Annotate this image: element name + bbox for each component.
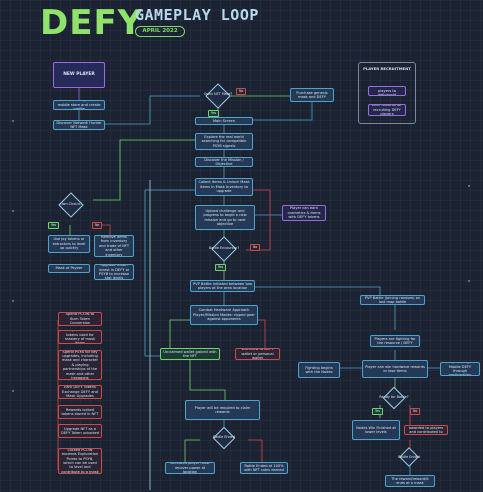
decision-battle-ended-mid-label: Battle Ended <box>213 435 235 439</box>
node-main-screen: Main Screen <box>195 117 253 125</box>
node-purchase-mask: Purchase genesis mask and DEFY <box>290 88 334 102</box>
node-combat-hardware: Combat Hardware Approach Player/Mission … <box>190 305 258 325</box>
node-earn-tokens: Locally PSYB reward tokens used for mast… <box>58 330 102 344</box>
node-reward-crypto: Battle Ended at 100% with NFT coins earn… <box>240 462 288 474</box>
connector <box>255 286 381 295</box>
tag-yes: Yes <box>215 264 227 271</box>
node-burn-tokens: Spend PCOIN to Burn Token Conversion <box>58 312 102 326</box>
node-chaos-market: Player charges Mobile DEFY through parti… <box>440 362 480 376</box>
connector <box>240 102 313 121</box>
margin-tick <box>12 210 14 212</box>
tag-yes: Yes <box>48 222 60 229</box>
connector <box>144 189 200 357</box>
node-collect-items: Collect items & Unlock Mask items in Mas… <box>195 178 253 196</box>
node-locked-pcoin: Locked PCOIN exceeds Exploration Points … <box>58 448 102 474</box>
tag-no: No <box>236 88 247 95</box>
node-remove-items: Remove items from inventory and trade of… <box>94 235 134 257</box>
node-joy-actions: Use joy tokens or extractors to level up… <box>48 235 90 253</box>
node-explore-world: Explore the real world searching for com… <box>195 133 253 150</box>
node-outcome: The reward/reward/it ends at a mask <box>385 475 435 487</box>
margin-tick <box>12 390 14 392</box>
node-earn-exchange: Earn DEFY Tokens Exchange DEFY and Mask … <box>58 385 102 399</box>
tag-yes: Yes <box>372 408 384 415</box>
node-players-seek: Player can win hardware rewards or lose … <box>362 360 428 378</box>
node-player-earn: Player can earn cosmetics & items with D… <box>282 205 326 221</box>
tag-no: No <box>250 244 261 251</box>
page-title: GAMEPLAY LOOP <box>135 6 259 24</box>
node-upload-complete: Upload challenge and progress to begin a… <box>195 205 255 230</box>
node-pvp-battle: PVP Battle Initiated between two players… <box>190 280 255 292</box>
decision-owns-mask-label: Owns NFT Mask? <box>203 92 233 96</box>
legend-title: PLAYER RECRUITMENT <box>363 66 411 71</box>
decision-battle-encounter-label: Battle Encounter? <box>208 246 240 250</box>
tag-yes: Yes <box>208 110 220 117</box>
connector <box>184 439 200 462</box>
node-fighting-begins: Fighting begins with the Nodes <box>298 362 340 378</box>
decision-ready-label: Ready for Battle? <box>379 395 409 399</box>
connector <box>105 95 200 125</box>
defy-logo: DEFY <box>40 3 144 43</box>
margin-tick <box>468 280 470 282</box>
connector <box>189 360 226 400</box>
legend-frame <box>358 62 416 124</box>
margin-tick <box>12 120 14 122</box>
legend-item-earn: Earn rewards for recruiting DEFY players <box>368 104 406 116</box>
node-nodes-upgrade: Players are fighting for the resource / … <box>370 335 420 347</box>
date-badge: APRIL 2022 <box>135 26 185 37</box>
node-upgrade-mask: Upgrade mask: invest in DEFY or PSYB to … <box>94 264 134 280</box>
tag-no: No <box>410 408 421 415</box>
connector <box>248 439 263 462</box>
node-gain-rewards: Player will be required to claim rewards <box>185 400 260 420</box>
node-upgrade-defy: Upgrade NFT as a DEFY Token unlocked <box>58 424 102 438</box>
node-locked-rewards: Rewards locked tokens stored in NFT <box>58 405 102 419</box>
node-defeated-player: Defeated player must recover power at lo… <box>165 462 215 474</box>
node-won-result: Nodes Win Finished at lower levels <box>352 420 400 440</box>
node-spend-psyb: Spend PSYB for key upgrades, including m… <box>58 350 102 380</box>
node-new-player: NEW PLAYER <box>53 62 105 88</box>
node-discover-mission: Discover the Mission / Objective <box>195 157 253 167</box>
margin-tick <box>468 185 470 187</box>
margin-tick <box>12 300 14 302</box>
legend-item-recruit: Recruit other players to defy.world <box>368 86 406 96</box>
tag-no: No <box>92 222 103 229</box>
node-download-app: Download app from mobile store and creat… <box>53 100 105 110</box>
connector <box>93 139 195 201</box>
node-withdraw: Withdraw to DEFY wallet or personal wall… <box>235 348 280 360</box>
node-mask-of-psyb: Mask of Psyber <box>48 264 90 273</box>
node-discover-nft: Discover Network Hunter NFT Mask <box>53 120 105 130</box>
node-pvp-search: PVP Battle (Joining random) on lost map … <box>360 295 425 305</box>
node-pcoin-awarded: PCOIN tokens are awarded to players and … <box>404 425 448 435</box>
decision-battle-ended-label: Battle Ended <box>398 455 420 459</box>
node-unclaimed: Unclaimed wallet gained with the NFT <box>160 348 220 360</box>
decision-own-choice-label: Own Choice? <box>60 202 82 206</box>
